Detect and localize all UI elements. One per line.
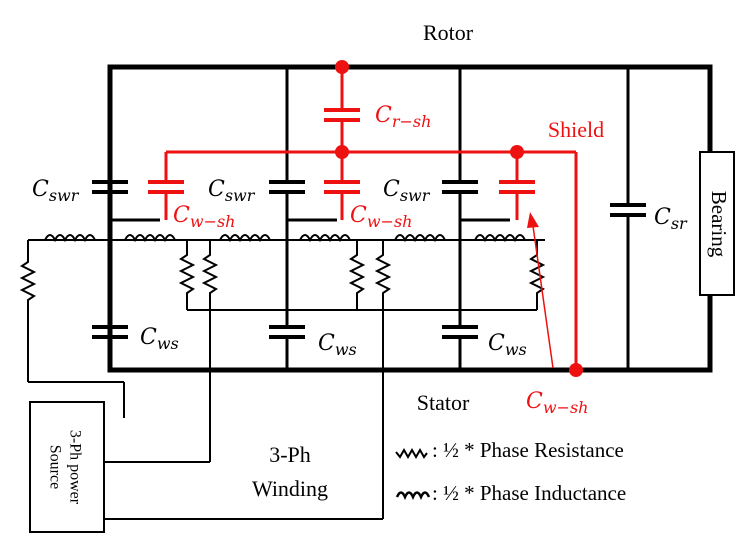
svg-text:Cws: Cws <box>318 331 357 359</box>
power-source-box: 3-Ph power Source <box>29 401 105 533</box>
svg-text:Cswr: Cswr <box>383 177 431 205</box>
c-w-sh-label-2: Cw−sh <box>350 203 412 231</box>
resistor-3b <box>528 240 546 303</box>
resistor-2a <box>201 240 219 303</box>
resistor-2b <box>348 240 366 303</box>
svg-text:Cw−sh: Cw−sh <box>173 203 235 231</box>
c-swr-label-2: Cswr <box>208 177 256 205</box>
bearing-box: Bearing <box>699 151 735 296</box>
phase-column-1 <box>92 180 160 339</box>
source-label-line2: Source <box>46 445 63 489</box>
source-label-line1: 3-Ph power <box>66 430 83 505</box>
inductor-1a <box>44 234 96 243</box>
c-w-sh-label-1: Cw−sh <box>173 203 235 231</box>
resistor-1a <box>19 240 37 310</box>
legend-resistance-text: : ½ * Phase Resistance <box>432 438 624 462</box>
bearing-label: Bearing <box>707 191 731 258</box>
inductor-3a <box>394 234 446 243</box>
c-w-sh-label-3: Cw−sh <box>526 389 588 417</box>
inductor-2b <box>299 234 351 243</box>
svg-text:Csr: Csr <box>654 205 688 233</box>
svg-text:Cws: Cws <box>488 331 527 359</box>
rotor-label: Rotor <box>423 20 474 45</box>
winding-network <box>19 234 546 520</box>
winding-label-line2: Winding <box>252 476 328 501</box>
c-ws-label-2: Cws <box>318 331 357 359</box>
winding-label-line1: 3-Ph <box>269 442 311 467</box>
inductor-2a <box>219 234 271 243</box>
inductor-legend-icon <box>395 491 431 501</box>
shield-junction-dots <box>335 60 583 377</box>
c-ws-label-1: Cws <box>140 325 179 353</box>
resistor-3a <box>374 240 392 303</box>
svg-text:Cswr: Cswr <box>208 177 256 205</box>
svg-text:Cr−sh: Cr−sh <box>375 103 431 131</box>
inductor-1b <box>124 234 176 243</box>
stator-label: Stator <box>417 390 470 415</box>
legend: : ½ * Phase Resistance : ½ * Phase Induc… <box>395 438 626 505</box>
svg-text:Cswr: Cswr <box>32 177 80 205</box>
legend-inductance-text: : ½ * Phase Inductance <box>432 481 626 505</box>
shield-label: Shield <box>548 117 604 142</box>
c-r-sh-label: Cr−sh <box>375 103 431 131</box>
resistor-legend-icon <box>395 447 428 460</box>
svg-text:Cws: Cws <box>140 325 179 353</box>
phase-column-2 <box>269 67 337 370</box>
phase-column-3 <box>442 67 510 370</box>
resistor-1b <box>178 240 196 303</box>
c-swr-label-3: Cswr <box>383 177 431 205</box>
inductor-3b <box>474 234 526 243</box>
c-sr-branch <box>610 67 646 370</box>
c-swr-label-1: Cswr <box>32 177 80 205</box>
c-sr-label: Csr <box>654 205 688 233</box>
c-ws-label-3: Cws <box>488 331 527 359</box>
svg-text:Cw−sh: Cw−sh <box>350 203 412 231</box>
svg-text:Cw−sh: Cw−sh <box>526 389 588 417</box>
